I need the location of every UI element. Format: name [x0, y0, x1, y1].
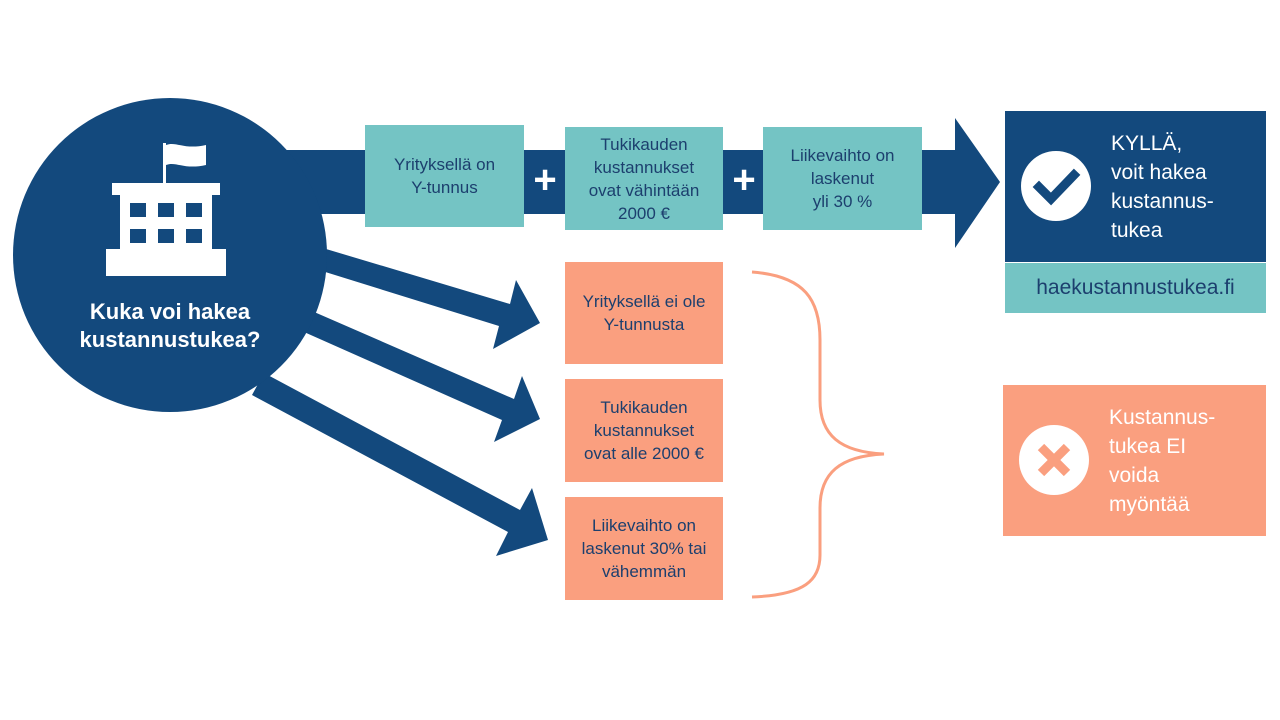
arrow-to-no-3 — [252, 373, 548, 556]
haekustannustukea-link[interactable]: haekustannustukea.fi — [1005, 263, 1266, 313]
result-no-panel: Kustannus- tukea EI voida myöntää — [1003, 385, 1266, 536]
result-yes-panel: KYLLÄ, voit hakea kustannus- tukea — [1005, 111, 1266, 262]
arrow-to-no-1 — [306, 246, 540, 349]
criterion-no-turnover: Liikevaihto on laskenut 30% tai vähemmän — [565, 497, 723, 600]
result-yes-text: KYLLÄ, voit hakea kustannus- tukea — [1111, 132, 1214, 242]
building-icon — [106, 143, 226, 276]
plus-icon: + — [533, 158, 557, 202]
criterion-yes-costs: Tukikauden kustannukset ovat vähintään 2… — [565, 127, 723, 230]
criterion-yes-y-tunnus: Yrityksellä on Y-tunnus — [365, 125, 524, 227]
result-no-text: Kustannus- tukea EI voida myöntää — [1109, 406, 1216, 516]
arrow-to-no-2 — [295, 308, 540, 442]
check-icon — [1021, 151, 1091, 221]
question-title: Kuka voi hakea kustannustukea? — [79, 299, 261, 352]
curly-brace — [751, 270, 885, 599]
criterion-no-costs: Tukikauden kustannukset ovat alle 2000 € — [565, 379, 723, 482]
cross-icon — [1019, 425, 1089, 495]
criterion-yes-turnover: Liikevaihto on laskenut yli 30 % — [763, 127, 922, 230]
plus-icon: + — [732, 158, 756, 202]
criterion-no-y-tunnus: Yrityksellä ei ole Y-tunnusta — [565, 262, 723, 364]
